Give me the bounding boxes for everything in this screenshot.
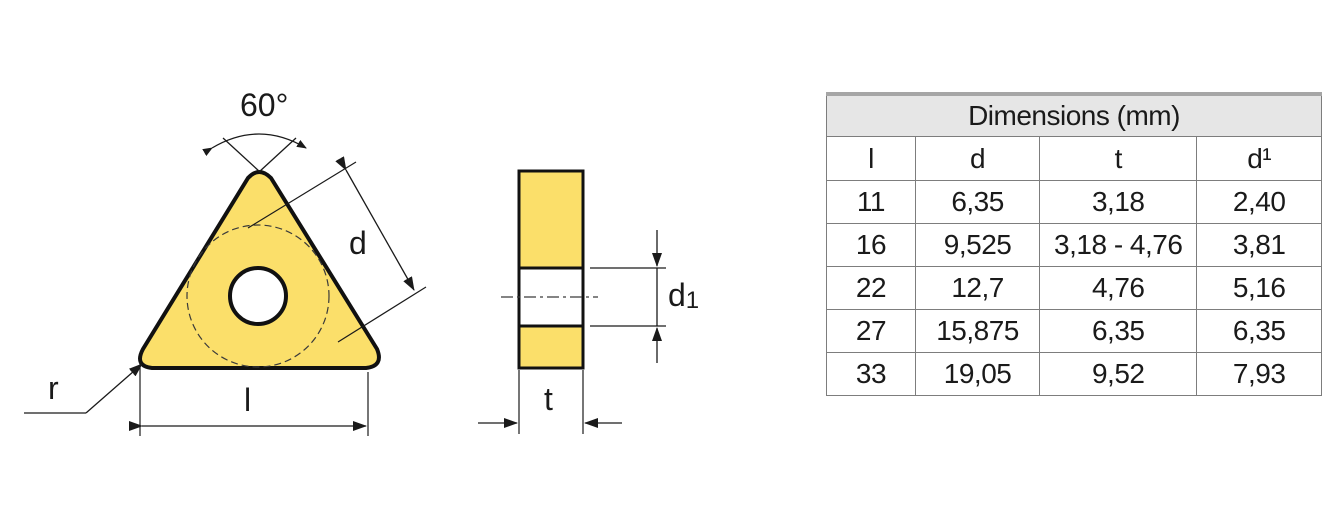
cell-t: 9,52 — [1039, 352, 1198, 396]
cell-d: 6,35 — [914, 180, 1041, 224]
cell-d1: 3,81 — [1196, 223, 1322, 267]
triangle-insert-top-view — [138, 170, 381, 370]
insert-side-view — [501, 169, 598, 370]
table-title-row: Dimensions (mm) — [826, 92, 1322, 137]
cell-l: 22 — [826, 266, 916, 310]
table-row: 22 12,7 4,76 5,16 — [826, 266, 1322, 310]
d1-label: d1 — [668, 277, 699, 314]
d-label: d — [349, 225, 367, 261]
cell-l: 27 — [826, 309, 916, 353]
d1-subscript: 1 — [686, 287, 699, 314]
cell-t: 4,76 — [1039, 266, 1198, 310]
l-dimension: l — [129, 362, 369, 436]
cell-l: 16 — [826, 223, 916, 267]
header-d1: d¹ — [1196, 136, 1322, 181]
dimensions-table: Dimensions (mm) l d t d¹ 11 6,35 3,18 2,… — [826, 92, 1322, 396]
t-label: t — [544, 381, 553, 417]
cell-d1: 2,40 — [1196, 180, 1322, 224]
cell-d1: 7,93 — [1196, 352, 1322, 396]
cell-t: 3,18 - 4,76 — [1039, 223, 1198, 267]
cell-d: 15,875 — [914, 309, 1041, 353]
table-row: 16 9,525 3,18 - 4,76 3,81 — [826, 223, 1322, 267]
table-row: 33 19,05 9,52 7,93 — [826, 352, 1322, 396]
cell-l: 11 — [826, 180, 916, 224]
d1-dimension: d1 — [590, 230, 699, 363]
r-leader: r — [24, 363, 143, 414]
table-header-row: l d t d¹ — [826, 136, 1322, 181]
header-d: d — [914, 136, 1041, 181]
cell-l: 33 — [826, 352, 916, 396]
cell-t: 6,35 — [1039, 309, 1198, 353]
center-hole — [228, 266, 288, 326]
cell-d: 12,7 — [914, 266, 1041, 310]
r-label: r — [48, 370, 59, 406]
insert-technical-drawing: 60° d l r d1 t — [24, 87, 699, 436]
cell-d1: 5,16 — [1196, 266, 1322, 310]
d-dimension: d — [247, 156, 427, 343]
table-title: Dimensions (mm) — [826, 92, 1322, 137]
header-t: t — [1039, 136, 1198, 181]
t-dimension: t — [478, 370, 622, 434]
cell-t: 3,18 — [1039, 180, 1198, 224]
angle-annotation: 60° — [202, 87, 307, 173]
cell-d: 9,525 — [914, 223, 1041, 267]
inscribed-circle-dashed — [186, 224, 330, 368]
table-row: 11 6,35 3,18 2,40 — [826, 180, 1322, 224]
cell-d1: 6,35 — [1196, 309, 1322, 353]
side-view-upper-block — [517, 169, 585, 270]
table-row: 27 15,875 6,35 6,35 — [826, 309, 1322, 353]
side-view-lower-block — [517, 324, 585, 370]
header-l: l — [826, 136, 916, 181]
cell-d: 19,05 — [914, 352, 1041, 396]
angle-label: 60° — [240, 87, 288, 123]
l-label: l — [244, 382, 251, 418]
